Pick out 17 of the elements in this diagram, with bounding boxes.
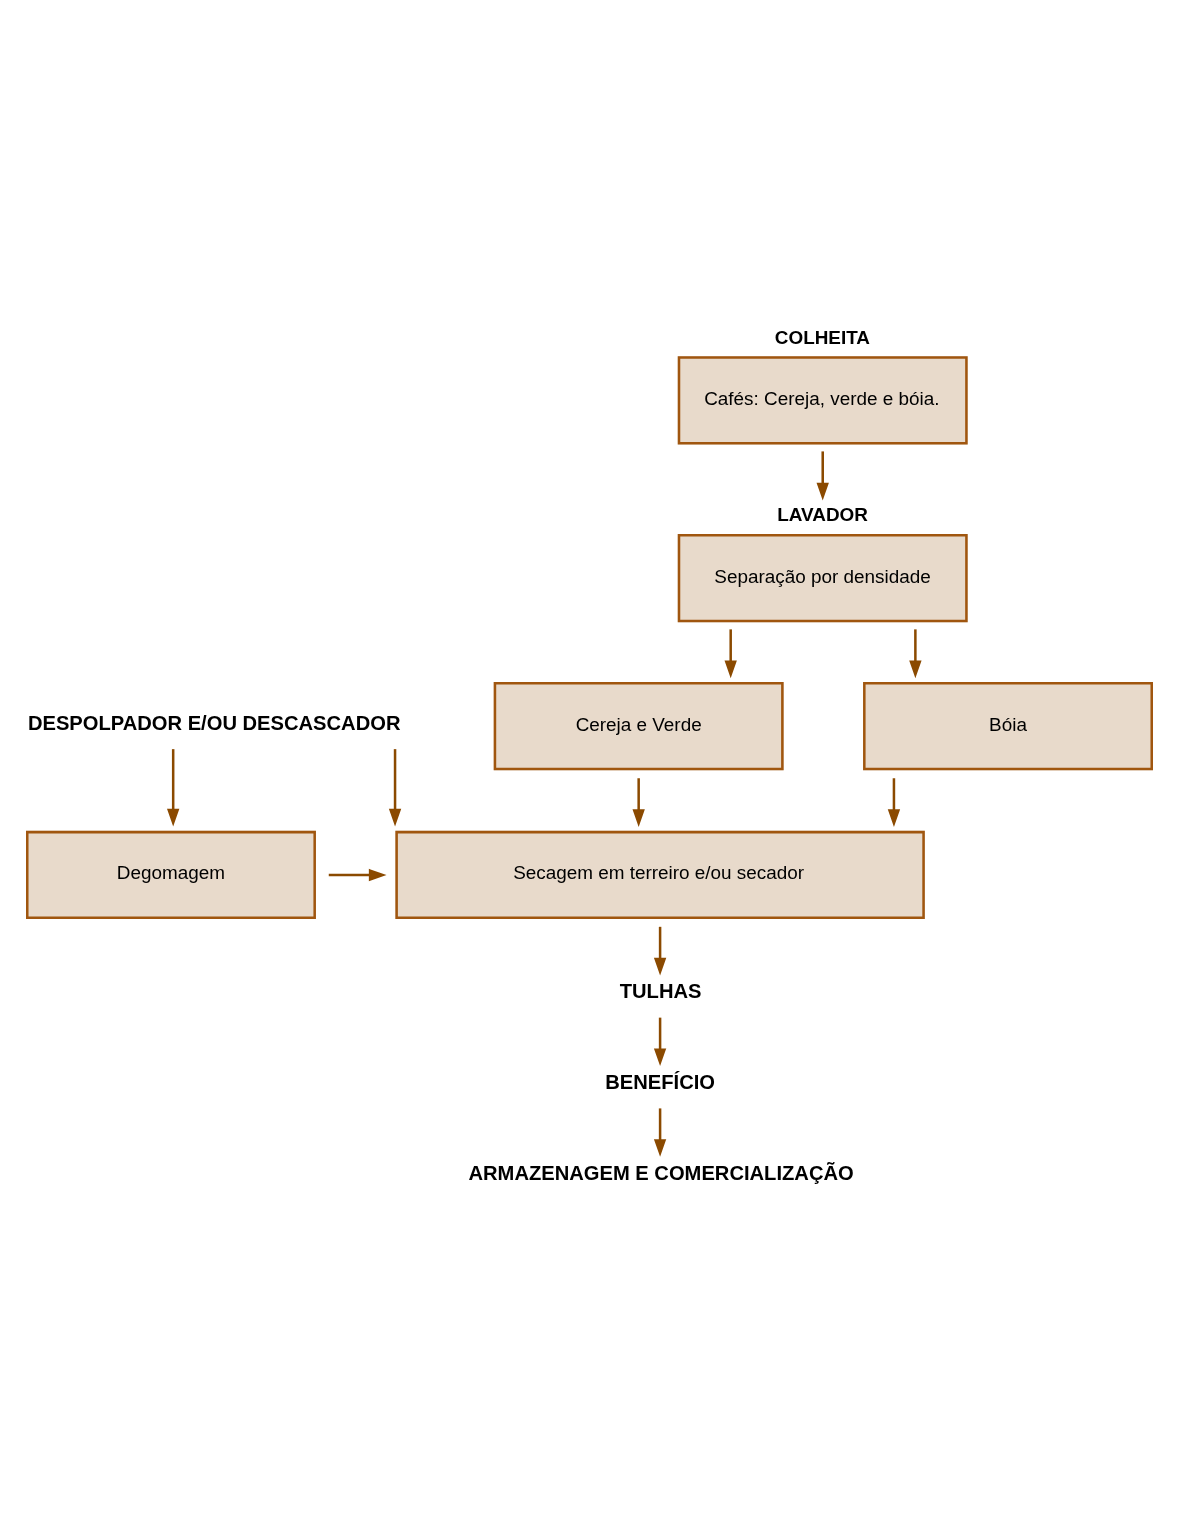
arrow — [632, 777, 645, 827]
node-text: DESPOLPADOR E/OU DESCASCADOR — [27, 711, 401, 734]
arrow — [653, 926, 667, 975]
arrow — [388, 748, 402, 827]
arrow — [816, 450, 829, 501]
arrow — [328, 868, 387, 881]
arrow — [167, 748, 180, 827]
node-text: BENEFÍCIO — [605, 1070, 716, 1093]
arrow — [653, 1017, 667, 1066]
node-text: TULHAS — [619, 979, 702, 1002]
arrow — [653, 1107, 667, 1157]
arrow — [909, 628, 922, 678]
arrow — [724, 628, 737, 678]
node-text: ARMAZENAGEM E COMERCIALIZAÇÃO — [468, 1161, 854, 1184]
arrow — [887, 777, 901, 827]
node-label: LAVADOR — [777, 503, 868, 525]
node-label: COLHEITA — [774, 326, 870, 348]
